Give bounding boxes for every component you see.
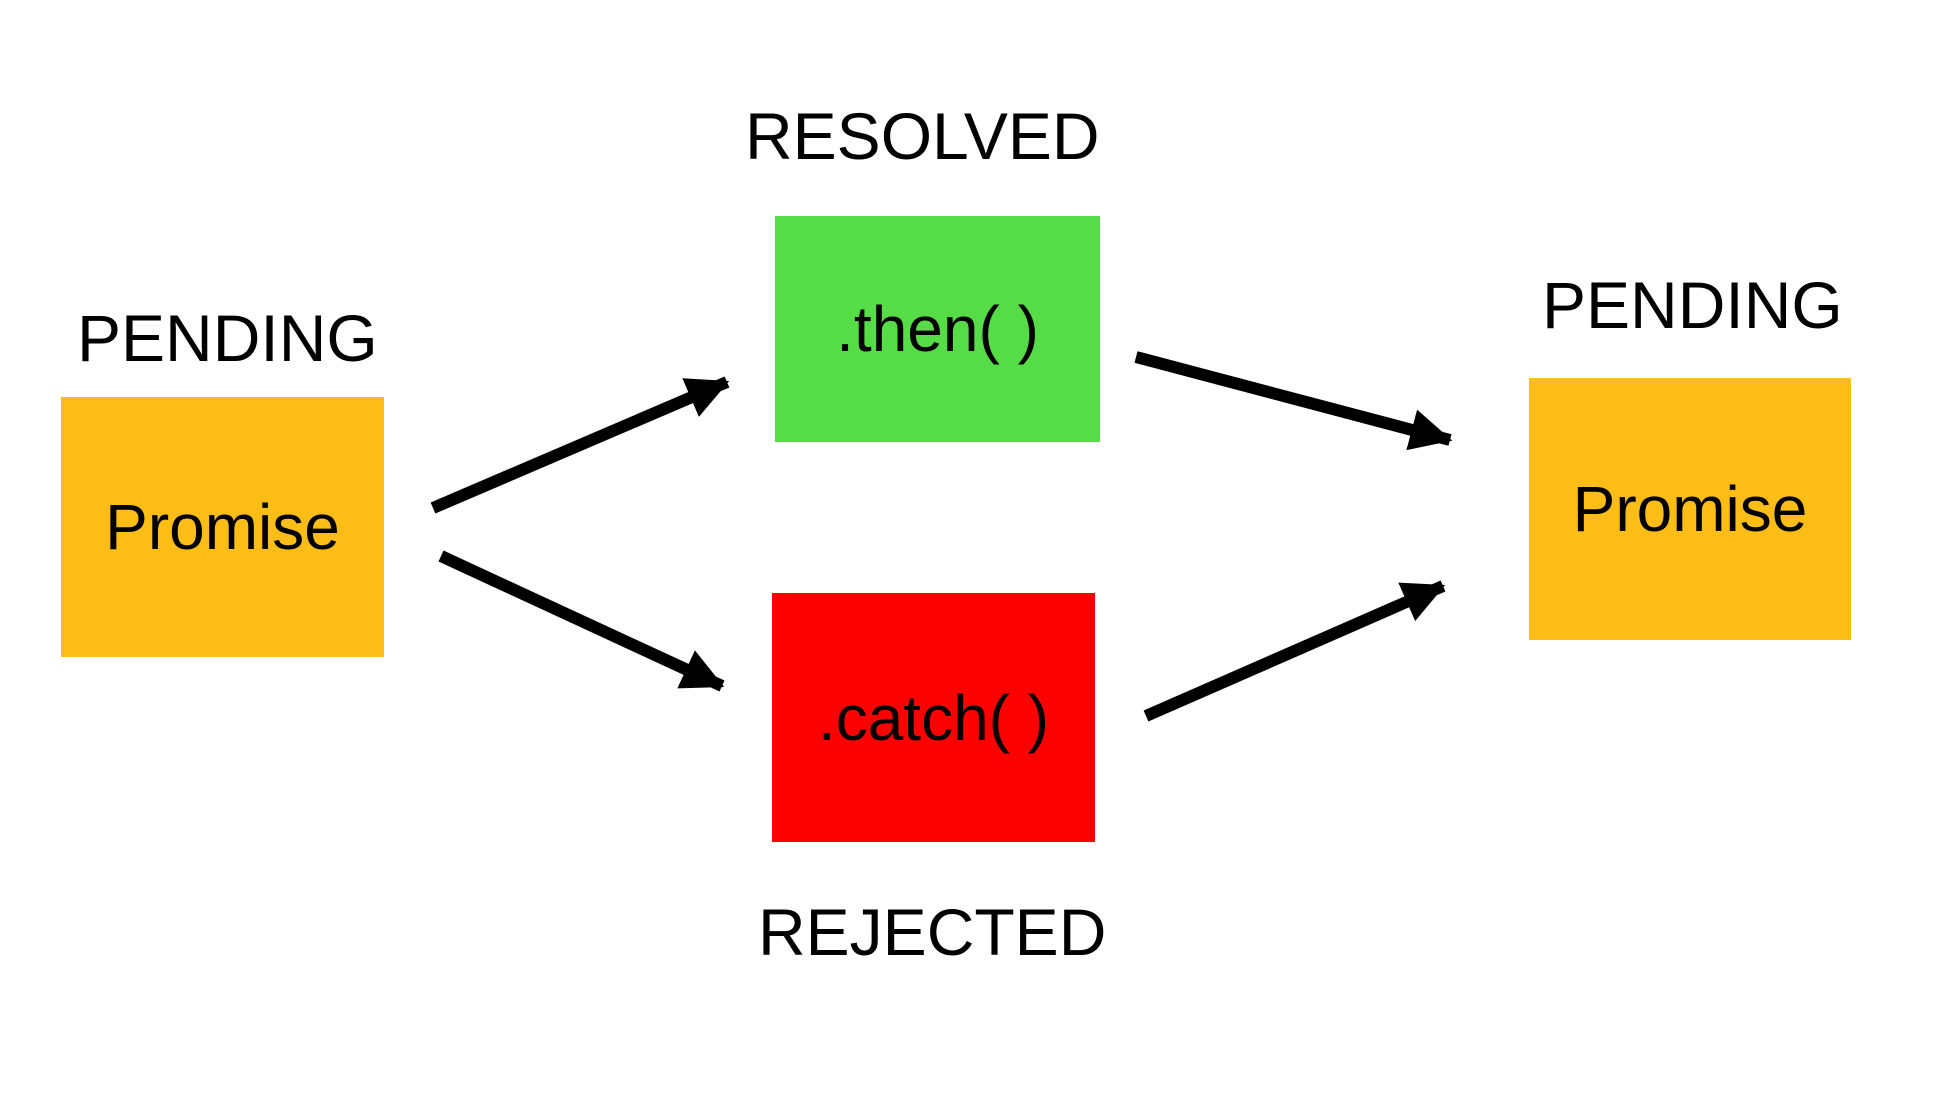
pending-label-left: PENDING	[77, 301, 378, 375]
catch-box: .catch( )	[772, 593, 1095, 842]
arrow-then-to-promise	[1134, 351, 1453, 451]
resolved-label: RESOLVED	[745, 99, 1100, 173]
then-box-label: .then( )	[836, 293, 1039, 365]
rejected-label: REJECTED	[758, 895, 1107, 969]
catch-box-label: .catch( )	[817, 681, 1050, 754]
then-box: .then( )	[775, 216, 1100, 442]
arrow-promise-to-then	[430, 376, 730, 514]
promise-box-left: Promise	[61, 397, 384, 657]
promise-box-right-label: Promise	[1572, 473, 1808, 545]
arrow-promise-to-catch	[438, 550, 725, 692]
promise-box-left-label: Promise	[105, 491, 340, 563]
pending-label-right: PENDING	[1542, 268, 1843, 342]
arrow-catch-to-promise	[1143, 580, 1446, 722]
promise-box-right: Promise	[1529, 378, 1851, 640]
